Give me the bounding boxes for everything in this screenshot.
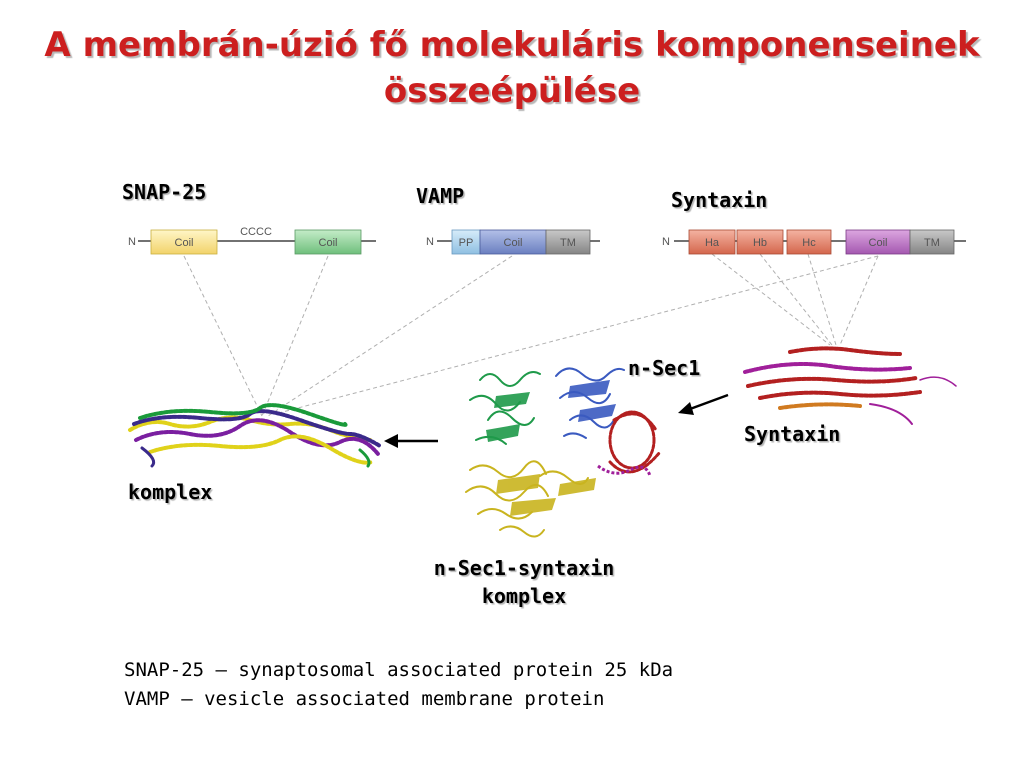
snap25-n-term: N	[128, 236, 136, 248]
guide-lines	[183, 253, 879, 417]
vamp-coil-domain	[479, 229, 547, 255]
snare-complex-structure	[128, 403, 382, 468]
title-line-1: A membrán-úzió fő molekuláris komponense…	[44, 25, 980, 65]
snap25-coil-2-domain	[294, 229, 362, 255]
nsec1-syntaxin-structure	[465, 367, 662, 538]
syntaxin-tm-domain	[909, 229, 955, 255]
snap25-label: SNAP-25	[122, 180, 207, 204]
syntaxin-hb-domain	[736, 229, 784, 255]
vamp-domain-map: N PP Coil TM	[426, 229, 600, 255]
vamp-tm-label: TM	[560, 237, 576, 249]
nsec1-syntaxin-komplex-label: n-Sec1-syntaxin komplex	[404, 554, 644, 610]
vamp-coil-label: Coil	[504, 237, 523, 249]
snap25-domain-map: N Coil CCCC Coil	[128, 226, 376, 255]
vamp-pp-label: PP	[459, 237, 474, 249]
syntaxin-structure-label: Syntaxin	[744, 422, 841, 446]
vamp-tm-domain	[545, 229, 591, 255]
footnote-vamp: VAMP – vesicle associated membrane prote…	[124, 688, 605, 710]
snap25-coil-1-domain	[150, 229, 218, 255]
vamp-label: VAMP	[416, 184, 465, 208]
nsec1-syntaxin-label-line-2: komplex	[481, 584, 567, 608]
snap25-coil-2-label: Coil	[319, 237, 338, 249]
snap25-cccc-label: CCCC	[240, 226, 272, 238]
syntaxin-ha-domain	[688, 229, 736, 255]
syntaxin-coil-domain	[845, 229, 911, 255]
vamp-n-term: N	[426, 236, 434, 248]
syntaxin-hc-domain	[786, 229, 832, 255]
nsec1-label: n-Sec1	[628, 356, 701, 380]
syntaxin-structure	[743, 346, 957, 425]
syntaxin-ha-label: Ha	[705, 237, 720, 249]
syntaxin-hc-label: Hc	[802, 237, 816, 249]
syntaxin-coil-label: Coil	[869, 237, 888, 249]
arrow-to-nsec1	[678, 393, 729, 415]
slide-title: A membrán-úzió fő molekuláris komponense…	[0, 22, 1024, 114]
nsec1-syntaxin-label-line-1: n-Sec1-syntaxin	[433, 556, 615, 580]
snap25-coil-1-label: Coil	[175, 237, 194, 249]
syntaxin-n-term: N	[662, 236, 670, 248]
title-line-2: összeépülése	[383, 71, 641, 111]
footnotes: SNAP-25 – synaptosomal associated protei…	[124, 656, 673, 714]
komplex-label: komplex	[128, 480, 213, 504]
arrow-to-komplex	[384, 434, 438, 448]
syntaxin-label: Syntaxin	[671, 188, 768, 212]
vamp-pp-domain	[451, 229, 481, 255]
footnote-snap25: SNAP-25 – synaptosomal associated protei…	[124, 659, 674, 681]
syntaxin-hb-label: Hb	[753, 237, 767, 249]
syntaxin-tm-label: TM	[924, 237, 940, 249]
syntaxin-domain-map: N Ha Hb Hc Coil TM	[662, 229, 966, 255]
